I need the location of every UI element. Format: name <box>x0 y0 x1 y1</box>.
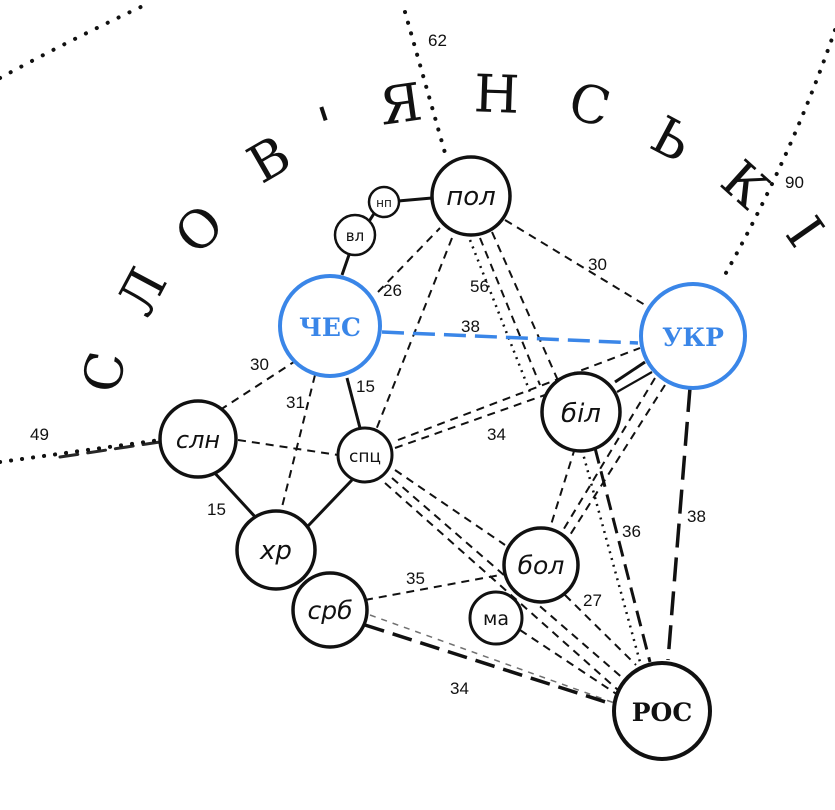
node-khr: хр <box>235 509 317 591</box>
node-label: спц <box>349 447 381 467</box>
node-np: нп <box>367 185 401 219</box>
node-ukr: УКР <box>639 282 747 390</box>
edge-spc-khr <box>306 478 354 528</box>
arc-letter: В <box>238 125 301 196</box>
node-vl: вл <box>333 213 377 257</box>
edge-label: 15 <box>207 500 226 519</box>
edge-ukr-ros <box>666 387 692 661</box>
edge-label: 62 <box>428 31 447 50</box>
edge-bil-ros-dot <box>580 449 642 663</box>
edge-label: 27 <box>583 591 602 610</box>
arc-letter: Я <box>376 73 426 138</box>
boundary-top-right <box>720 28 835 282</box>
edge-label: 34 <box>450 679 469 698</box>
edge-label: 30 <box>250 355 269 374</box>
node-label: срб <box>307 596 352 625</box>
arc-letter: О <box>164 194 237 267</box>
arc-letter: К <box>709 150 779 222</box>
edges <box>210 196 692 707</box>
edge-ma-ros <box>519 629 619 696</box>
boundary-top <box>403 10 449 162</box>
boundary-left <box>0 438 162 464</box>
edge-sln-khr <box>210 468 260 522</box>
node-label: хр <box>259 536 292 566</box>
edge-ches-khr <box>279 374 316 516</box>
edge-label: 36 <box>622 522 641 541</box>
node-ros: РОС <box>612 661 712 761</box>
edge-labels: 62 90 49 26 56 30 38 30 31 15 34 15 36 3… <box>30 31 804 698</box>
dotted-boundaries <box>0 3 835 464</box>
node-spc: спц <box>336 426 394 484</box>
node-label: бол <box>518 551 565 580</box>
edge-np-pol <box>397 196 433 203</box>
edge-sln-spc <box>237 439 339 456</box>
boundary-top-left <box>0 3 147 80</box>
edge-spc-ros-2 <box>384 482 619 691</box>
edge-srb-ros <box>364 623 616 707</box>
edge-pol-bil-dot <box>468 239 532 393</box>
edge-ukr-bil <box>614 360 646 384</box>
edge-bol-ros <box>564 594 637 666</box>
edge-label: 56 <box>470 277 489 296</box>
edge-pol-bol <box>491 231 561 386</box>
node-sln: слн <box>158 399 238 479</box>
node-label: РОС <box>632 698 692 727</box>
arc-letter: С <box>562 71 616 139</box>
arc-letter: Н <box>473 64 520 126</box>
node-ma: ма <box>468 590 524 646</box>
edge-ches-vl <box>340 251 352 276</box>
edge-label: 35 <box>406 569 425 588</box>
arc-letter: Ь <box>641 105 700 174</box>
edge-label: 26 <box>383 281 402 300</box>
node-bil: біл <box>540 371 622 453</box>
arc-letter: Л <box>106 259 179 325</box>
edge-ches-ukr <box>381 330 639 345</box>
edge-ches-pol <box>377 227 441 293</box>
edge-ukr-bol-2 <box>569 384 666 536</box>
edge-ches-spc <box>345 377 362 429</box>
node-label: пол <box>446 182 496 212</box>
edge-bil-ros <box>593 447 652 663</box>
node-srb: срб <box>291 571 369 649</box>
edge-label: 38 <box>687 507 706 526</box>
edge-label: 49 <box>30 425 49 444</box>
edge-label: 34 <box>487 425 506 444</box>
edge-spc-bil <box>394 394 546 449</box>
edge-spc-bol <box>394 469 506 546</box>
edge-ukr-bil-2 <box>616 371 653 393</box>
node-label: нп <box>376 196 392 210</box>
node-label: вл <box>346 227 364 245</box>
edge-srb-bol <box>364 574 501 601</box>
edge-label: 31 <box>286 393 305 412</box>
node-bol: бол <box>502 526 580 604</box>
edge-spc-ukr <box>397 347 641 441</box>
node-pol: пол <box>430 155 512 237</box>
edge-ukr-bol <box>561 377 656 533</box>
edge-label: 30 <box>588 255 607 274</box>
edge-pol-ukr <box>504 219 646 306</box>
edge-pol-bil <box>479 237 541 386</box>
node-label: ЧЕС <box>299 313 361 342</box>
boundary-left-dash <box>58 440 162 459</box>
edge-label: 90 <box>785 173 804 192</box>
node-ches: ЧЕС <box>278 274 382 378</box>
edge-label: 38 <box>461 317 480 336</box>
arc-letter: ' <box>312 96 344 157</box>
node-label: ма <box>483 608 509 630</box>
arc-letter: С <box>72 347 138 397</box>
node-label: УКР <box>662 323 724 352</box>
edge-label: 15 <box>356 377 375 396</box>
node-label: біл <box>561 399 601 429</box>
edge-sln-ches <box>219 357 301 411</box>
nodes: пол нп вл ЧЕС УКР біл слн <box>158 155 747 761</box>
edge-khr-ros <box>369 614 621 706</box>
arc-letter: І <box>773 207 834 258</box>
node-label: слн <box>176 426 220 454</box>
